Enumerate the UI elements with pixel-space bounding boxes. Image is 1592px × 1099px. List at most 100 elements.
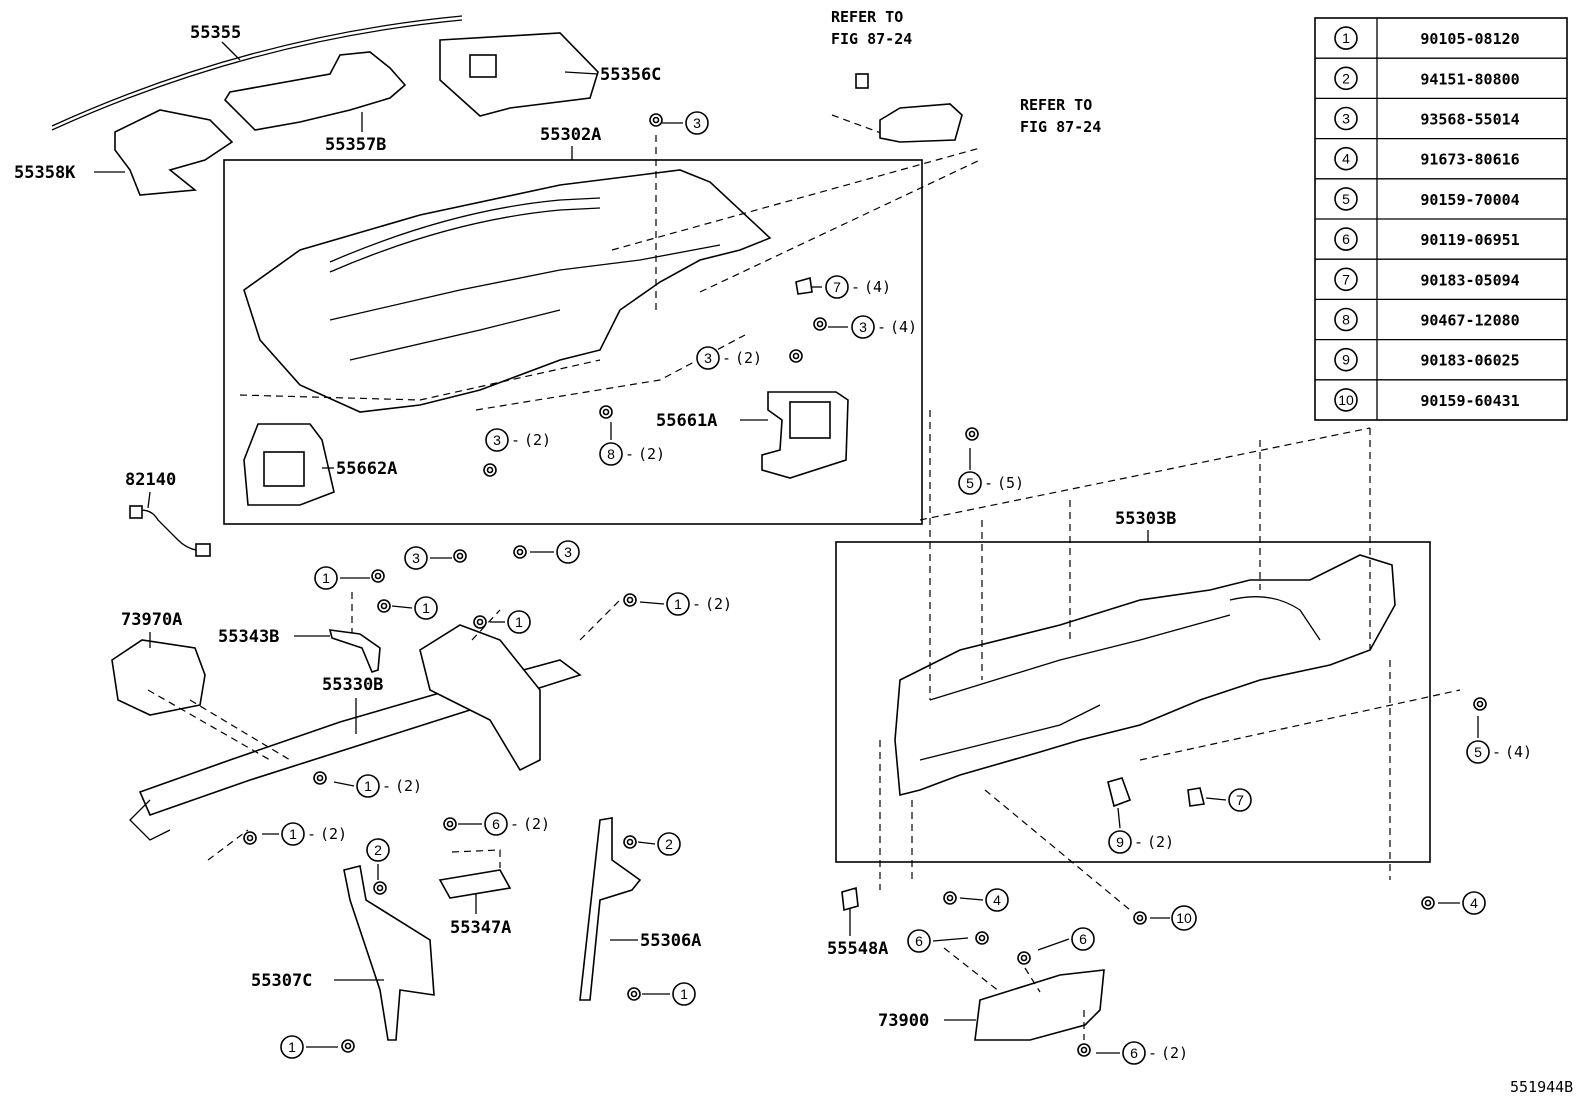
callout-dash: - [511, 431, 520, 449]
callout-circle [985, 888, 1009, 912]
part-label-55661A: 55661A [656, 411, 717, 431]
callout-number: 3 [859, 319, 867, 335]
callout-dash: - [851, 278, 860, 296]
callout-leader [1117, 807, 1121, 829]
callout-number: 6 [1079, 931, 1087, 947]
fastener-bolt-center [446, 820, 454, 828]
callout-number: 1 [674, 596, 682, 612]
part-55306A-brace [579, 817, 642, 1001]
callout-number: 2 [665, 836, 673, 852]
part-55355-strip [51, 15, 463, 131]
callout-dash: - [382, 777, 391, 795]
callout-number: 2 [374, 842, 382, 858]
parts-table-num-circle [1334, 26, 1358, 50]
callout-number: 1 [288, 1039, 296, 1055]
part-label-55303B: 55303B [1115, 509, 1176, 529]
part-label-55358K: 55358K [14, 163, 76, 183]
part-label-55302A: 55302A [540, 125, 601, 145]
parts-table-num-circle [1334, 146, 1358, 171]
callout-circle [685, 111, 709, 135]
part-82140-harness [131, 509, 197, 551]
callout-quantity: (5) [997, 474, 1024, 492]
parts-table-part-no: 90183-05094 [1420, 271, 1519, 289]
callout-circle [1466, 740, 1490, 764]
refer-to-label-2: REFER TO [1020, 96, 1092, 114]
callout-quantity: (2) [1161, 1044, 1188, 1062]
fastener-bolt-center [816, 320, 824, 328]
fastener-bolt-center [476, 618, 484, 626]
fastener-bolt-center [456, 552, 464, 560]
ecu-module [855, 73, 963, 143]
fastener-bolt-center [246, 834, 254, 842]
callout-circle [404, 546, 428, 570]
fastener-bolt-center [374, 572, 382, 580]
parts-table-num-circle [1334, 187, 1358, 211]
callout-number: 8 [607, 446, 615, 462]
parts-table-num-circle [1334, 267, 1358, 292]
callout-number: 1 [289, 826, 297, 842]
part-label-55355-leader [221, 41, 241, 61]
fastener-bolt-center [1476, 700, 1484, 708]
part-label-55307C: 55307C [251, 971, 312, 991]
callout-number: 3 [704, 350, 712, 366]
parts-table-num: 10 [1338, 392, 1354, 408]
parts-table-part-no: 90159-70004 [1420, 191, 1519, 209]
parts-table-part-no: 90183-06025 [1420, 352, 1519, 370]
part-73970A-airbag [111, 639, 206, 716]
callout-number: 1 [422, 600, 430, 616]
callout-number: 7 [833, 279, 841, 295]
callout-number: 5 [1474, 744, 1482, 760]
parts-table-num: 3 [1342, 111, 1350, 127]
callout-circle [556, 540, 580, 564]
callout-number: 6 [1130, 1045, 1138, 1061]
callout-circle [281, 822, 305, 846]
callout-quantity: (2) [1147, 833, 1174, 851]
callout-circle [672, 982, 696, 1006]
callout-circle [484, 812, 508, 836]
parts-table-num-circle [1334, 66, 1358, 91]
callout-circle [314, 566, 338, 590]
callout-dash: - [625, 445, 634, 463]
callout-leader [333, 781, 355, 787]
callout-circle [696, 346, 720, 370]
part-55548A-clip [841, 886, 859, 912]
callout-leader [1205, 797, 1227, 801]
callout-dash: - [692, 595, 701, 613]
parts-table-num: 6 [1342, 231, 1350, 247]
callout-number: 10 [1176, 910, 1192, 926]
parts-table-num: 7 [1342, 271, 1350, 287]
part-label-73970A: 73970A [121, 610, 182, 630]
part-label-55306A: 55306A [640, 931, 701, 951]
callout-circle [1122, 1041, 1146, 1065]
fastener-bolt-center [792, 352, 800, 360]
fastener-bolt-center [630, 990, 638, 998]
parts-table-part-no: 94151-80800 [1420, 70, 1519, 88]
part-55330B-bracket [419, 624, 541, 772]
parts-table-num-circle [1334, 307, 1358, 332]
callout-circle [485, 428, 509, 452]
callout-number: 5 [966, 475, 974, 491]
parts-table-part-no: 93568-55014 [1420, 111, 1519, 129]
part-label-82140: 82140 [125, 470, 176, 490]
callout-circle [851, 315, 875, 339]
callout-dash: - [307, 825, 316, 843]
fastener-bolt-center [946, 894, 954, 902]
callout-quantity: (2) [705, 595, 732, 613]
diagram-id-label: 551944B [1510, 1078, 1573, 1096]
callout-quantity: (4) [1505, 743, 1532, 761]
callout-number: 1 [364, 778, 372, 794]
callout-circle [1462, 891, 1486, 915]
callout-number: 4 [993, 892, 1001, 908]
part-label-55347A: 55347A [450, 918, 511, 938]
callout-circle [1071, 927, 1095, 951]
callout-number: 6 [492, 816, 500, 832]
callout-circle [907, 929, 931, 953]
part-label-55355: 55355 [190, 23, 241, 43]
parts-table-part-no: 90105-08120 [1420, 30, 1519, 48]
parts-table-num: 2 [1342, 70, 1350, 86]
callout-circle [280, 1035, 304, 1059]
part-55343B-bracket [328, 629, 381, 673]
fastener-bolt-center [1424, 899, 1432, 907]
refer-to-label-1: REFER TO [831, 8, 903, 26]
